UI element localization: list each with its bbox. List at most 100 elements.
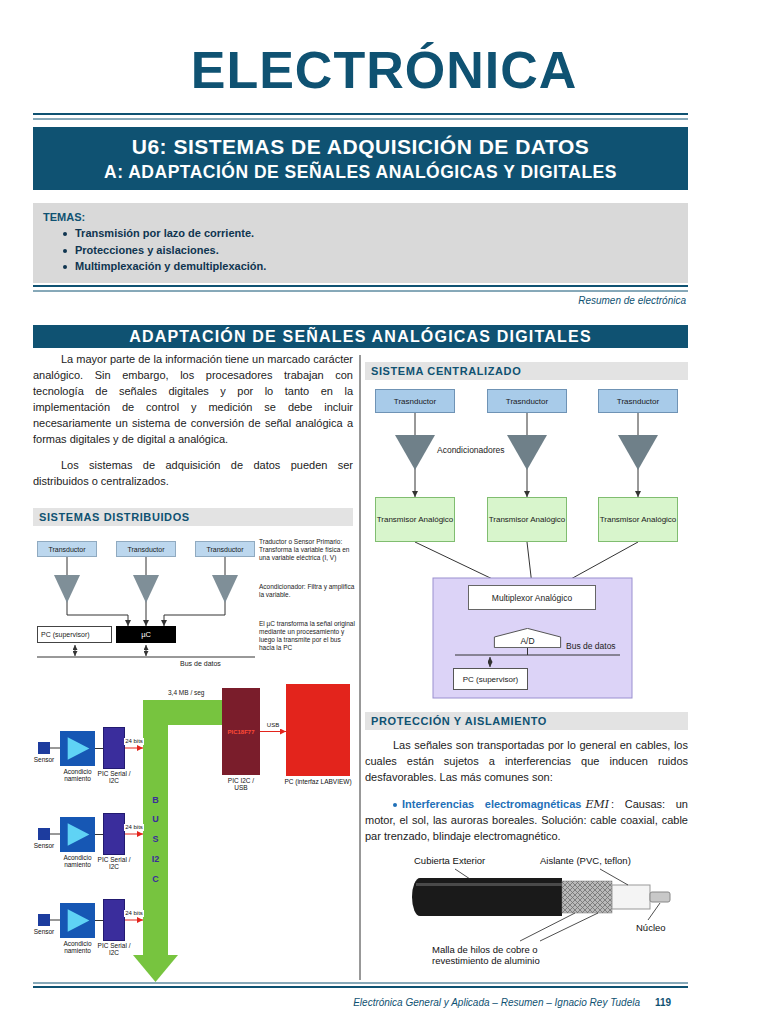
- adc-shape: [494, 628, 560, 647]
- box-caption: Sensor: [30, 928, 58, 935]
- bus-wire: [527, 648, 528, 655]
- box-text: Trasnductor: [506, 397, 548, 406]
- bus-arrow: [146, 645, 147, 656]
- box-text: Multiplexor Analógico: [492, 593, 572, 603]
- box-caption: PIC Serial / I2C: [97, 942, 131, 957]
- subsection-band: SISTEMA CENTRALIZADO: [365, 362, 688, 380]
- box-text: PIC18F77: [227, 729, 254, 735]
- part-label: Malla de hilos de cobre o revestimiento …: [432, 944, 592, 967]
- box-caption: Sensor: [30, 842, 58, 849]
- subsection-band: PROTECCIÓN Y AISLAMIENTO: [365, 712, 688, 730]
- conditioner-box: Acondicio namiento: [60, 903, 95, 938]
- amplifier-icon: [60, 731, 95, 766]
- connector: [67, 557, 128, 626]
- box-text: Trasnductor: [617, 397, 659, 406]
- bullet-paragraph: Interferencias electromagnéticasEMI: Cau…: [365, 797, 688, 845]
- transducer-box: Trasnductor: [375, 389, 455, 413]
- rule: [33, 986, 688, 988]
- footer: Electrónica General y Aplicada – Resumen…: [250, 997, 640, 1008]
- box-text: SISTEMAS DISTRIBUIDOS: [39, 511, 190, 523]
- rule: [33, 291, 688, 292]
- part-label: Aislante (PVC, teflon): [540, 855, 631, 866]
- connector-label: 24 bits: [124, 824, 144, 831]
- box-text: Transmisor Analógico: [600, 515, 677, 525]
- connector: [125, 834, 143, 835]
- bus-label: Bus de datos: [180, 660, 221, 667]
- box-text: A: ADAPTACIÓN DE SEÑALES ANALÓGICAS Y DI…: [104, 161, 617, 185]
- part-label: Núcleo: [636, 922, 666, 933]
- box-text: Trasnductor: [394, 397, 436, 406]
- bus-arrow: [75, 645, 76, 656]
- i2c-bus-arrowhead: [133, 955, 178, 982]
- box-text: PROTECCIÓN Y AISLAMIENTO: [371, 715, 547, 727]
- box-text: U6: SISTEMAS DE ADQUISICIÓN DE DATOS: [132, 133, 590, 161]
- transducer-box: Transductor: [116, 541, 176, 557]
- amplifier-triangle: [68, 737, 90, 759]
- amplifier-icon: [60, 817, 95, 852]
- connector-label: 24 bits: [124, 910, 144, 917]
- pc-box: PC (interfaz LABVIEW): [286, 684, 350, 776]
- box-text: Multimplexación y demultiplexación.: [43, 258, 266, 275]
- box-caption: Acondicio namiento: [62, 940, 94, 955]
- amplifier-triangle: [54, 575, 80, 603]
- note: Acondicionador: Filtra y amplifica la va…: [259, 583, 354, 598]
- part-label: Cubierta Exterior: [414, 855, 485, 866]
- connector: [125, 920, 143, 921]
- microcontroller-box: µC: [116, 626, 176, 643]
- cable-core: [650, 892, 670, 902]
- running-header: Resumen de electrónica: [578, 295, 686, 306]
- box-caption: Sensor: [30, 756, 58, 763]
- connector-label: USB: [266, 722, 280, 729]
- bus-label: Bus de datos: [566, 641, 616, 651]
- i2c-bus-bar: [143, 700, 222, 725]
- group-label: Acondicionadores: [437, 445, 505, 455]
- note: Traductor o Sensor Primario: Transforma …: [259, 538, 349, 561]
- connector: [95, 920, 103, 921]
- box-text: SISTEMA CENTRALIZADO: [371, 365, 521, 377]
- connector: [164, 557, 225, 626]
- leader-line: [540, 913, 598, 941]
- box-text: PC (supervisor): [463, 675, 519, 684]
- paragraph: La mayor parte de la información tiene u…: [33, 352, 353, 448]
- part-label: Malla de hilos de cobre o revestimiento …: [432, 944, 540, 966]
- paragraph: Los sistemas de adquisición de datos pue…: [33, 459, 353, 487]
- box-caption: PIC I2C / USB: [221, 777, 261, 792]
- leader-line: [648, 903, 660, 920]
- i2c-bus: BUS I2C: [143, 725, 168, 955]
- amplifier-icon: [60, 903, 95, 938]
- rate-label: 3,4 MB / seg: [168, 689, 205, 696]
- amplifier-triangle: [212, 575, 238, 603]
- column-divider: [360, 355, 361, 980]
- bus-label: Bus de datos: [566, 641, 616, 651]
- sensor-box: Sensor: [38, 742, 50, 754]
- rule: [33, 119, 688, 120]
- connector: [50, 834, 60, 835]
- central-unit-region: [433, 578, 632, 698]
- box-text: µC: [141, 630, 151, 639]
- box-caption: PC (interfaz LABVIEW): [283, 778, 353, 785]
- box-text: ADAPTACIÓN DE SEÑALES ANALÓGICAS DIGITAL…: [129, 328, 592, 346]
- term: EMI: [585, 798, 609, 811]
- part-label: Núcleo: [636, 922, 666, 933]
- data-bus: [37, 657, 255, 658]
- page-title: ELECTRÓNICA: [0, 40, 768, 100]
- cable-jacket: [412, 878, 562, 916]
- box-caption: Acondicio namiento: [62, 854, 94, 869]
- leader-line: [520, 913, 575, 941]
- pic-box: PIC Serial / I2C: [103, 813, 125, 855]
- footer: Electrónica General y Aplicada – Resumen…: [353, 997, 640, 1008]
- note: El µC transforma la señal original media…: [259, 620, 355, 651]
- transducer-box: Transductor: [195, 541, 255, 557]
- rule: [33, 285, 688, 287]
- box-text: Transductor: [48, 546, 85, 553]
- connector: [125, 748, 143, 749]
- transmitter-box: Transmisor Analógico: [487, 497, 567, 542]
- pic-box: PIC Serial / I2C: [103, 727, 125, 769]
- bus-label: Bus de datos: [180, 660, 221, 667]
- cable-insulator: [612, 885, 650, 909]
- leader-line: [455, 869, 470, 879]
- rate-label: 3,4 MB / seg: [168, 689, 205, 697]
- part-label: Aislante (PVC, teflon): [540, 855, 631, 866]
- amplifier-triangle: [68, 909, 90, 931]
- note: El µC transforma la señal original media…: [259, 620, 355, 653]
